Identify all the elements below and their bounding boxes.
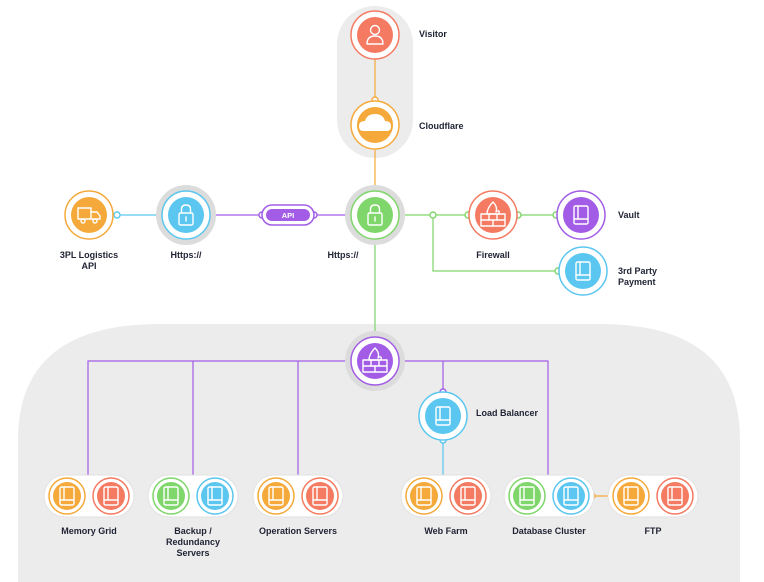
- server-icon: [312, 486, 328, 506]
- memory-grid-group: [43, 474, 135, 518]
- web-farm-label: Web Farm: [424, 526, 468, 536]
- memory-grid-label: Memory Grid: [61, 526, 117, 536]
- server-groups: [43, 474, 699, 518]
- server-node: [405, 477, 443, 515]
- lock-icon: [367, 204, 383, 226]
- server-icon: [103, 486, 119, 506]
- server-node: [152, 477, 190, 515]
- server-icon: [623, 486, 639, 506]
- firewall-label: Firewall: [476, 250, 510, 260]
- visitor-label: Visitor: [419, 29, 447, 39]
- server-node: [301, 477, 339, 515]
- server-icon: [207, 486, 223, 506]
- server-node: [196, 477, 234, 515]
- server-icon: [435, 406, 451, 426]
- visitor-node: [350, 10, 400, 60]
- load-balancer-label: Load Balancer: [476, 408, 539, 418]
- operation-servers-group: [252, 474, 344, 518]
- bus-left-line: [87, 360, 350, 478]
- server-node: [508, 477, 546, 515]
- server-icon: [163, 486, 179, 506]
- bus-right-line: [400, 360, 549, 478]
- server-node: [552, 477, 590, 515]
- firewall-icon: [362, 347, 388, 373]
- server-node: [449, 477, 487, 515]
- https-center-node: [345, 185, 405, 245]
- logistics-api-node: [64, 190, 114, 240]
- server-icon: [563, 486, 579, 506]
- third-party-payment-label: 3rd Party Payment: [618, 266, 658, 287]
- main-firewall-node: [345, 331, 405, 391]
- vault-label: Vault: [618, 210, 640, 220]
- server-icon: [575, 261, 591, 281]
- web-farm-group: [400, 474, 492, 518]
- user-icon: [366, 24, 384, 45]
- connection-dot: [113, 211, 121, 219]
- truck-icon: [77, 207, 101, 224]
- server-node: [612, 477, 650, 515]
- server-icon: [59, 486, 75, 506]
- cloud-icon: [359, 114, 391, 131]
- lock-icon: [178, 204, 194, 226]
- server-node: [656, 477, 694, 515]
- api-pill-label: API: [282, 211, 295, 220]
- server-icon: [416, 486, 432, 506]
- server-icon: [519, 486, 535, 506]
- cloudflare-label: Cloudflare: [419, 121, 464, 131]
- logistics-api-label: 3PL Logistics API: [59, 250, 119, 271]
- nodes: API: [64, 10, 608, 441]
- ftp-group: [607, 474, 699, 518]
- vault-node: [556, 190, 606, 240]
- database-cluster-label: Database Cluster: [512, 526, 586, 536]
- server-icon: [460, 486, 476, 506]
- backup-servers-group: [147, 474, 239, 518]
- operation-servers-label: Operation Servers: [258, 526, 338, 536]
- backup-servers-label: Backup / Redundancy Servers: [165, 526, 221, 558]
- https-center-label: Https://: [327, 250, 359, 260]
- server-node: [48, 477, 86, 515]
- server-icon: [268, 486, 284, 506]
- ftp-label: FTP: [644, 526, 662, 536]
- payment-branch-line: [432, 215, 558, 272]
- server-icon: [667, 486, 683, 506]
- cloudflare-node: [350, 100, 400, 150]
- api-pill: API: [261, 204, 315, 226]
- load-balancer-node: [418, 391, 468, 441]
- third-party-payment-node: [558, 246, 608, 296]
- server-node: [257, 477, 295, 515]
- https-left-label: Https://: [170, 250, 202, 260]
- firewall-node: [468, 190, 518, 240]
- server-node: [92, 477, 130, 515]
- database-cluster-group: [503, 474, 595, 518]
- https-left-node: [156, 185, 216, 245]
- firewall-icon: [480, 201, 506, 227]
- connections: [87, 58, 612, 497]
- server-icon: [573, 205, 589, 225]
- connection-dot: [429, 211, 437, 219]
